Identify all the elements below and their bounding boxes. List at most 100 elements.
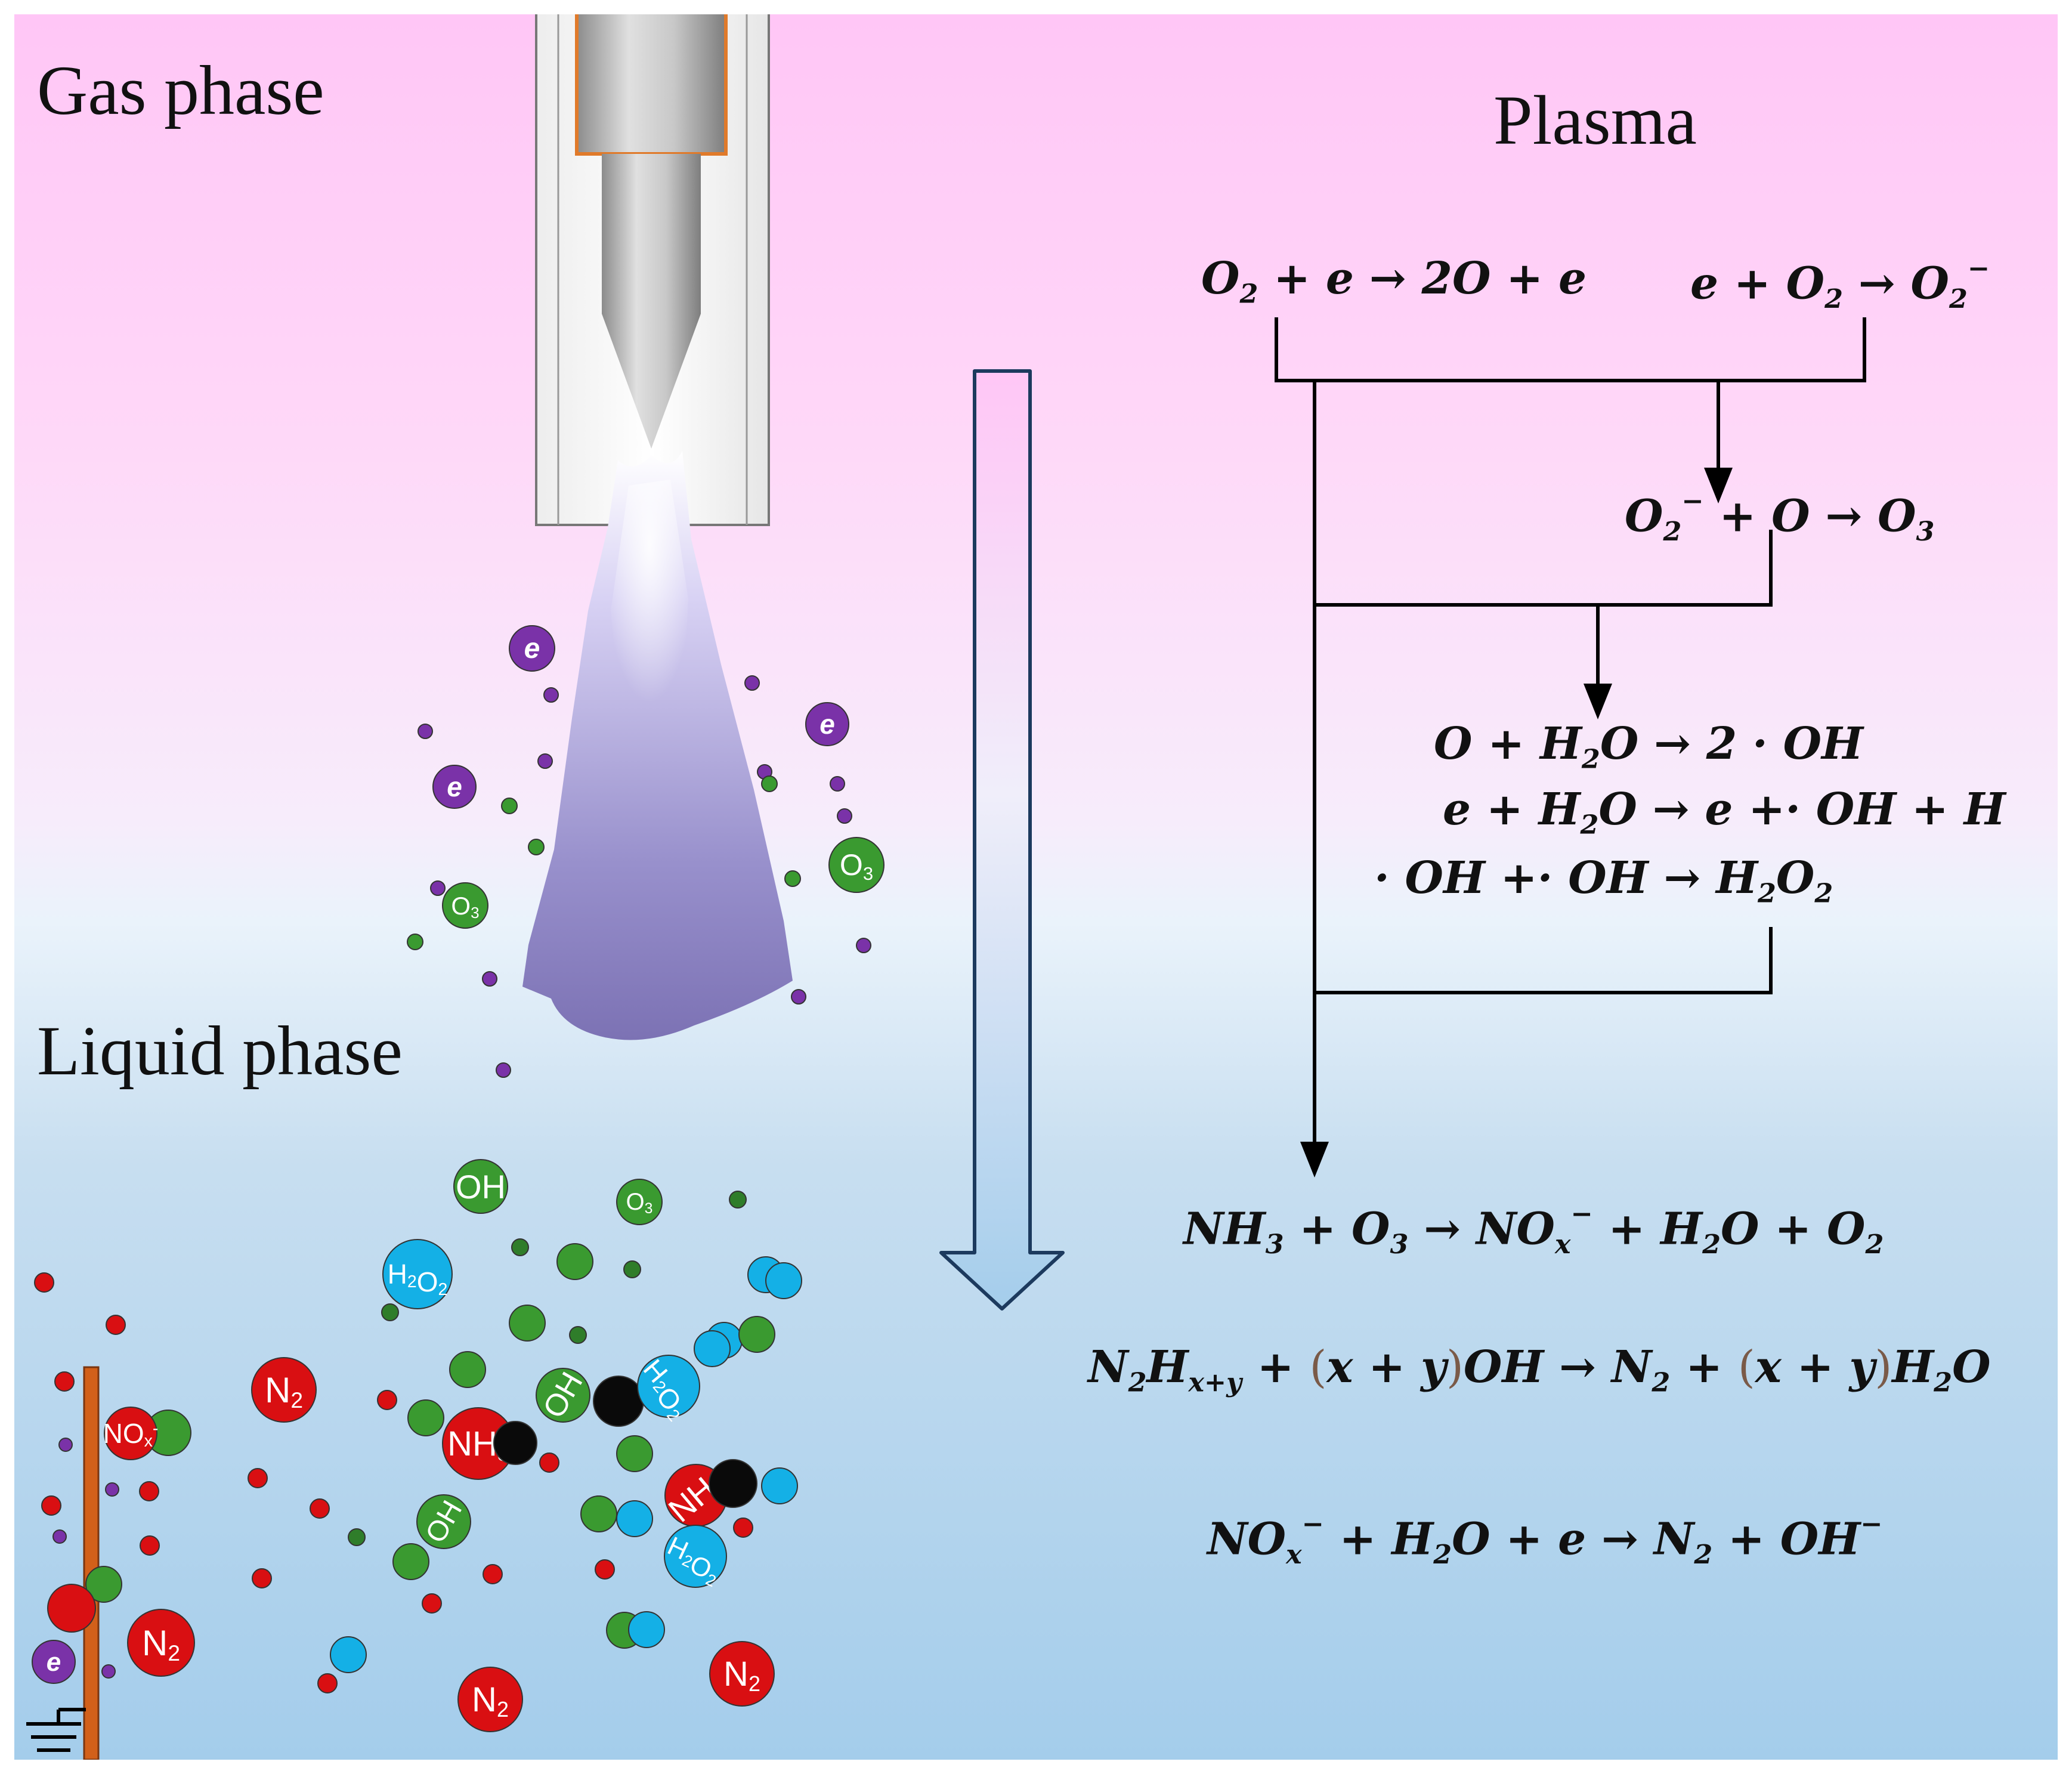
ammonia-core — [493, 1421, 537, 1465]
electron-dot — [856, 938, 871, 953]
nitrogen-dot — [317, 1673, 338, 1693]
water-bubble — [761, 1467, 798, 1504]
electron-dot — [105, 1482, 119, 1497]
electron-dot — [837, 808, 852, 824]
nitrogen-dot — [252, 1568, 272, 1588]
water-bubble — [616, 1500, 653, 1537]
ozone-label: O3 — [626, 1189, 653, 1217]
nitrogen-molecule — [457, 1667, 523, 1732]
ozone-dot — [348, 1528, 366, 1546]
ozone-dot — [784, 870, 801, 887]
electron-molecule — [509, 625, 555, 672]
nitrogen-dot — [54, 1371, 75, 1392]
electron-dot — [830, 776, 845, 792]
reaction-nitrate-reduction: NOx− + H2O + e → N2 + OH− — [1207, 1509, 1883, 1571]
electron-molecule — [805, 702, 849, 746]
ozone-dot — [569, 1326, 587, 1344]
water-bubble — [392, 1543, 429, 1580]
hydrogen_peroxide-label: H2O2 — [388, 1259, 448, 1299]
nitrogen-molecule — [709, 1641, 775, 1707]
ozone-bubble — [85, 1566, 122, 1603]
ozone-dot — [623, 1260, 641, 1278]
reaction-h2o2-formation: · OH +· OH → H2O2 — [1374, 852, 1833, 909]
ozone-label: O3 — [451, 892, 479, 922]
electron-dot — [496, 1062, 511, 1078]
hydroxyl-molecule — [453, 1159, 508, 1214]
hydroxyl-label: OH — [536, 1367, 589, 1424]
electron-dot — [418, 724, 433, 739]
water-bubble — [580, 1495, 617, 1532]
nitrogen-label: N2 — [142, 1623, 180, 1665]
electron-molecule — [432, 765, 477, 809]
ozone-molecule — [616, 1179, 663, 1225]
nitrogen-dot — [483, 1564, 503, 1584]
ozone-dot — [729, 1191, 747, 1209]
ozone-dot — [761, 775, 778, 792]
water-bubble — [694, 1330, 731, 1367]
water-bubble — [628, 1611, 665, 1648]
water-bubble — [738, 1316, 775, 1353]
water-bubble — [616, 1435, 653, 1472]
ammonia-core — [709, 1459, 757, 1508]
hydroxyl-molecule — [536, 1368, 590, 1423]
nitrogen-bubble — [47, 1584, 96, 1633]
nitrogen-dot — [422, 1593, 442, 1614]
hydrogen_peroxide-molecule — [664, 1525, 727, 1588]
ozone-dot — [511, 1238, 529, 1256]
hydrogen_peroxide-molecule — [382, 1239, 453, 1309]
ozone-molecule — [828, 837, 885, 893]
hydroxyl-label: OH — [456, 1168, 506, 1206]
nitrogen-dot — [377, 1390, 397, 1410]
species-particles: eeeO3O3OHO3H2O2OHNH3H2O2NH3OHH2O2N2N2N2N… — [32, 625, 885, 1732]
water-bubble — [509, 1305, 546, 1342]
electron-label: e — [819, 709, 835, 740]
nitrogen-dot — [140, 1535, 160, 1556]
electron-dot — [744, 675, 760, 691]
electron-dot — [430, 880, 446, 896]
ozone-dot — [501, 798, 518, 814]
nitrogen-dot — [310, 1498, 330, 1519]
reaction-ammonia-oxidation: NH3 + O3 → NOx− + H2O + O2 — [1183, 1198, 1884, 1260]
nitrogen-dot — [139, 1481, 159, 1501]
nitrogen-dot — [539, 1452, 559, 1473]
reaction-water-dissociation: e + H2O → e +· OH + H — [1443, 784, 2006, 840]
reaction-ozone-formation: O2− + O → O3 — [1625, 486, 1935, 548]
ozone-dot — [381, 1303, 399, 1321]
electron-dot — [482, 971, 497, 987]
water-bubble — [765, 1262, 802, 1299]
process-flow-arrow-icon — [939, 369, 1065, 1311]
electron-dot — [58, 1438, 73, 1452]
ground-electrode — [83, 1366, 100, 1760]
electron-molecule — [32, 1640, 76, 1684]
nitrogen-molecule — [251, 1357, 317, 1423]
nitrogen-dot — [41, 1495, 61, 1516]
ozone-label: O3 — [840, 848, 873, 884]
nitrogen-label: N2 — [723, 1655, 760, 1696]
hydroxyl-molecule — [416, 1494, 471, 1549]
nitrogen-label: N2 — [472, 1680, 509, 1722]
plasma-label: Plasma — [1493, 81, 1697, 159]
reaction-oh-formation: O + H2O → 2 · OH — [1434, 718, 1863, 775]
hydrogen_peroxide-molecule — [637, 1355, 700, 1418]
electron-dot — [537, 753, 553, 769]
electron-dot — [791, 989, 806, 1005]
nitrogen-dot — [733, 1518, 753, 1538]
electron-dot — [543, 687, 559, 703]
ozone-dot — [528, 839, 545, 855]
ozone-molecule — [442, 882, 488, 929]
electron-label: e — [524, 633, 540, 665]
electron-dot — [52, 1529, 67, 1544]
nitrogen-dot — [595, 1559, 615, 1580]
nitrogen_oxides-label: NOx- — [103, 1418, 159, 1451]
water-bubble — [449, 1351, 486, 1388]
water-bubble — [407, 1399, 444, 1436]
reaction-flow-connectors — [1275, 317, 1866, 1177]
reaction-hydrazine-oxidation: N2Hx+y + (x + y)OH → N2 + (x + y)H2O — [1088, 1342, 1991, 1398]
gas-phase-label: Gas phase — [37, 51, 324, 129]
needle-electrode-icon — [535, 14, 770, 526]
reaction-o2-dissociation: O2 + e → 2O + e — [1201, 253, 1587, 310]
water-bubble — [556, 1243, 593, 1280]
ammonia-core — [593, 1376, 644, 1427]
nitrogen-dot — [34, 1272, 54, 1293]
reaction-electron-attachment: e + O2 → O2− — [1690, 253, 1990, 315]
